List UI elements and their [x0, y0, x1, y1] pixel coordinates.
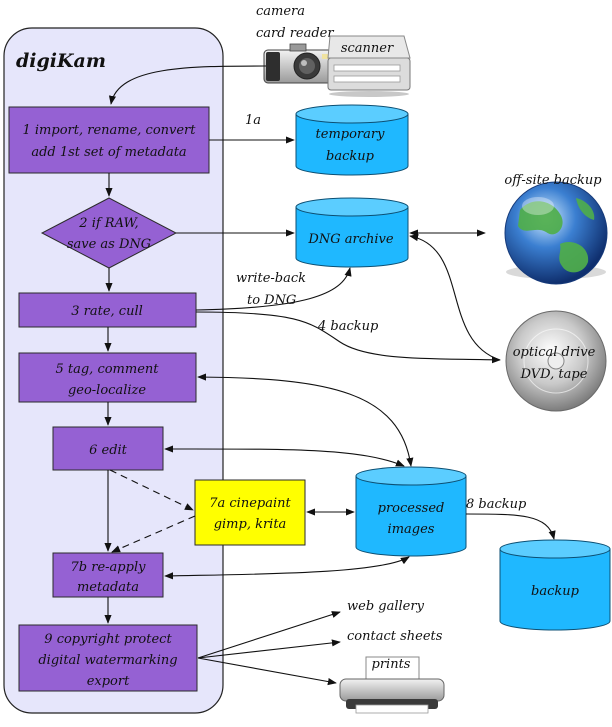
- prints-label: prints: [372, 657, 411, 672]
- temporary-backup-line-2: backup: [326, 149, 375, 164]
- offsite-backup-label: off-site backup: [504, 173, 602, 188]
- web-gallery-label: web gallery: [347, 599, 425, 614]
- temporary-backup-storage: temporary backup: [295, 104, 409, 176]
- edge-label-8-backup: 8 backup: [466, 497, 527, 512]
- processed-images-storage: processed images: [355, 466, 467, 557]
- step-2-line-2: save as DNG: [67, 237, 151, 252]
- edge-label-4-backup: 4 backup: [317, 319, 379, 334]
- step-7b-reapply-metadata: 7b re-apply metadata: [52, 552, 164, 598]
- connectors: [104, 65, 556, 686]
- step-1-line-1: 1 import, rename, convert: [22, 123, 196, 138]
- globe-icon: [504, 181, 608, 285]
- optical-drive-line-2: DVD, tape: [520, 367, 588, 382]
- step-9-line-2: digital watermarking: [38, 653, 177, 668]
- step-5-line-1: 5 tag, comment: [55, 362, 159, 377]
- step-3-label: 3 rate, cull: [71, 304, 143, 319]
- step-2-line-1: 2 if RAW,: [78, 216, 138, 231]
- panel-title: digiKam: [16, 50, 106, 72]
- temporary-backup-line-1: temporary: [316, 127, 386, 142]
- optical-drive-line-1: optical drive: [513, 345, 596, 360]
- step-7b-line-1: 7b re-apply: [71, 560, 147, 575]
- step-5-line-2: geo-localize: [68, 383, 146, 398]
- camera-icon: [263, 43, 333, 84]
- card-reader-label: card reader: [256, 26, 334, 41]
- processed-images-line-2: images: [388, 522, 435, 537]
- backup-label: backup: [531, 584, 580, 599]
- contact-sheets-label: contact sheets: [347, 629, 443, 644]
- step-9-line-3: export: [87, 674, 130, 689]
- write-back-line-1: write-back: [236, 271, 306, 286]
- step-7a-line-1: 7a cinepaint: [209, 496, 291, 511]
- dng-archive-storage: DNG archive: [295, 197, 409, 268]
- dng-archive-label: DNG archive: [307, 232, 393, 247]
- printer-icon: [339, 656, 445, 714]
- step-6-edit: 6 edit: [52, 426, 164, 471]
- step-1-line-2: add 1st set of metadata: [31, 145, 186, 160]
- step-7a-external-editors: 7a cinepaint gimp, krita: [194, 479, 306, 546]
- step-9-export: 9 copyright protect digital watermarking…: [18, 624, 198, 692]
- processed-images-line-1: processed: [378, 501, 445, 516]
- backup-storage: backup: [499, 539, 611, 631]
- step-3-rate-cull: 3 rate, cull: [18, 292, 197, 328]
- step-7b-line-2: metadata: [77, 580, 139, 595]
- step-5-tag: 5 tag, comment geo-localize: [18, 352, 197, 403]
- edge-label-1a: 1a: [245, 113, 261, 128]
- step-1-import: 1 import, rename, convert add 1st set of…: [8, 106, 210, 174]
- step-9-line-1: 9 copyright protect: [44, 632, 172, 647]
- optical-disc-icon: [505, 310, 607, 412]
- scanner-label: scanner: [341, 41, 394, 56]
- step-7a-line-2: gimp, krita: [214, 517, 287, 532]
- camera-label: camera: [256, 4, 305, 19]
- scanner-icon: [327, 35, 411, 97]
- step-6-label: 6 edit: [89, 443, 128, 458]
